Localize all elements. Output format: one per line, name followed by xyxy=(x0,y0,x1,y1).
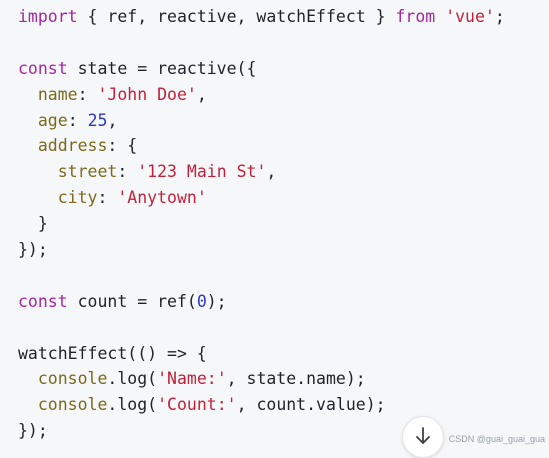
code-token: state = reactive({ xyxy=(67,58,257,78)
code-token: console xyxy=(37,395,108,415)
code-token: const xyxy=(18,291,68,311)
code-line: }); xyxy=(18,418,505,444)
code-line: const state = reactive({ xyxy=(18,56,505,82)
code-block: import { ref, reactive, watchEffect } fr… xyxy=(18,4,505,444)
code-token: city xyxy=(57,188,98,208)
code-token xyxy=(435,7,445,26)
code-token: : xyxy=(67,110,88,130)
arrow-down-icon xyxy=(416,427,430,444)
code-token: '123 Main St' xyxy=(137,162,267,182)
code-token: , xyxy=(107,110,118,130)
code-token: const xyxy=(18,58,68,78)
code-line: street: '123 Main St', xyxy=(18,159,505,185)
code-token: ); xyxy=(206,291,227,311)
code-token: , count.value); xyxy=(236,395,386,415)
code-line: console.log('Count:', count.value); xyxy=(18,392,505,418)
code-token: address xyxy=(37,136,108,156)
code-token: 25 xyxy=(87,110,108,130)
code-token: from xyxy=(395,7,436,26)
code-line xyxy=(18,30,505,56)
scroll-to-bottom-button[interactable] xyxy=(402,416,444,458)
code-token: : { xyxy=(107,136,138,156)
code-token xyxy=(18,85,38,104)
code-line: city: 'Anytown' xyxy=(18,185,505,211)
code-token xyxy=(18,162,58,181)
code-token xyxy=(18,188,58,207)
code-token: 'Anytown' xyxy=(117,188,207,208)
code-token: } xyxy=(18,214,48,234)
code-token: console xyxy=(37,369,108,389)
code-token: ; xyxy=(494,7,505,26)
code-token: age xyxy=(37,110,68,130)
code-token: }); xyxy=(18,240,48,260)
code-token: { ref, reactive, watchEffect } xyxy=(77,7,396,26)
code-line: watchEffect(() => { xyxy=(18,341,505,367)
code-line xyxy=(18,315,505,341)
code-token: : xyxy=(117,162,138,182)
code-token: import xyxy=(18,7,78,26)
code-line: address: { xyxy=(18,133,505,159)
code-token: : xyxy=(77,84,98,104)
code-line xyxy=(18,263,505,289)
code-token: 'Count:' xyxy=(157,395,237,415)
code-token: 'Name:' xyxy=(157,369,227,389)
code-token: 'John Doe' xyxy=(97,84,197,104)
code-token: , xyxy=(266,162,277,182)
code-line: import { ref, reactive, watchEffect } fr… xyxy=(18,4,505,30)
code-token xyxy=(18,395,38,414)
code-line: console.log('Name:', state.name); xyxy=(18,366,505,392)
code-token: : xyxy=(97,188,118,208)
code-token: .log( xyxy=(107,369,158,389)
code-token: count = ref( xyxy=(67,291,197,311)
code-line: name: 'John Doe', xyxy=(18,82,505,108)
code-token: watchEffect(() => { xyxy=(18,343,207,363)
code-token: , state.name); xyxy=(226,369,366,389)
code-line: age: 25, xyxy=(18,108,505,134)
code-line: const count = ref(0); xyxy=(18,289,505,315)
code-token: }); xyxy=(18,421,48,441)
watermark: CSDN @guai_guai_gua xyxy=(448,434,545,444)
code-line: }); xyxy=(18,237,505,263)
code-token: 'vue' xyxy=(445,7,495,26)
code-token xyxy=(18,369,38,388)
code-token xyxy=(18,136,38,155)
code-token: 0 xyxy=(196,291,207,311)
code-line: } xyxy=(18,211,505,237)
code-token: name xyxy=(37,84,78,104)
code-token xyxy=(18,111,38,130)
code-token: .log( xyxy=(107,395,158,415)
code-token: street xyxy=(57,162,118,182)
code-token: , xyxy=(196,84,207,104)
